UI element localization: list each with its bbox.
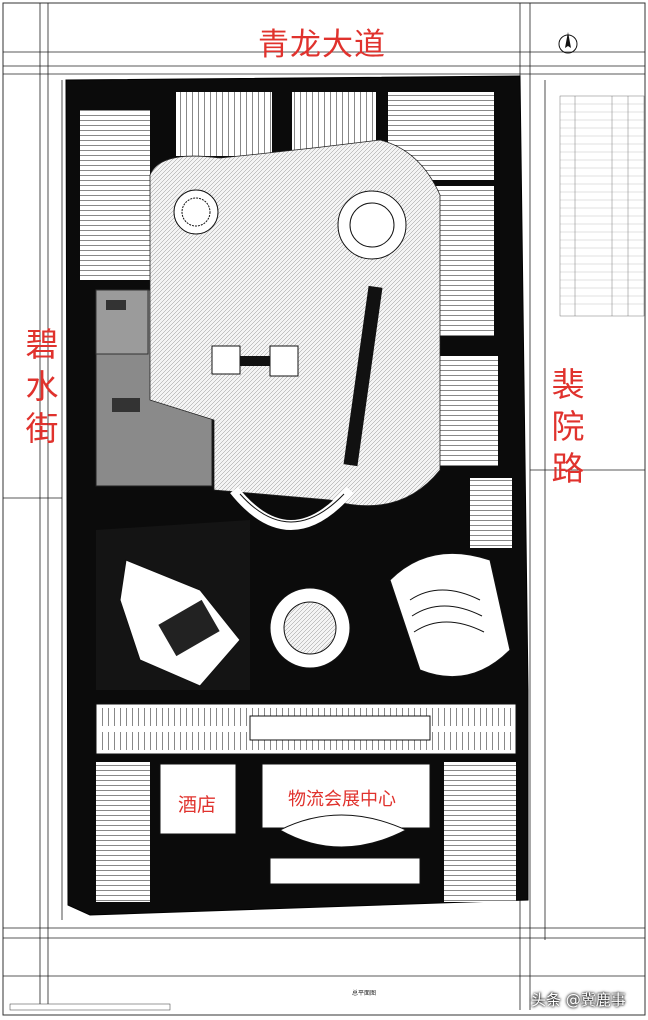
expo-center-label: 物流会展中心 (288, 789, 396, 810)
roads (3, 3, 645, 1010)
top-road-label: 青龙大道 (258, 27, 386, 63)
right-road-label: 裴院路 (551, 365, 585, 488)
data-table (559, 95, 645, 317)
drawing-title: 总平面图 (352, 990, 377, 997)
north-arrow-icon (558, 32, 578, 54)
left-road-label: 碧水街 (25, 325, 59, 448)
watermark: 头条 @冀鹿事 (531, 991, 626, 1009)
hotel-label: 酒店 (178, 794, 217, 816)
